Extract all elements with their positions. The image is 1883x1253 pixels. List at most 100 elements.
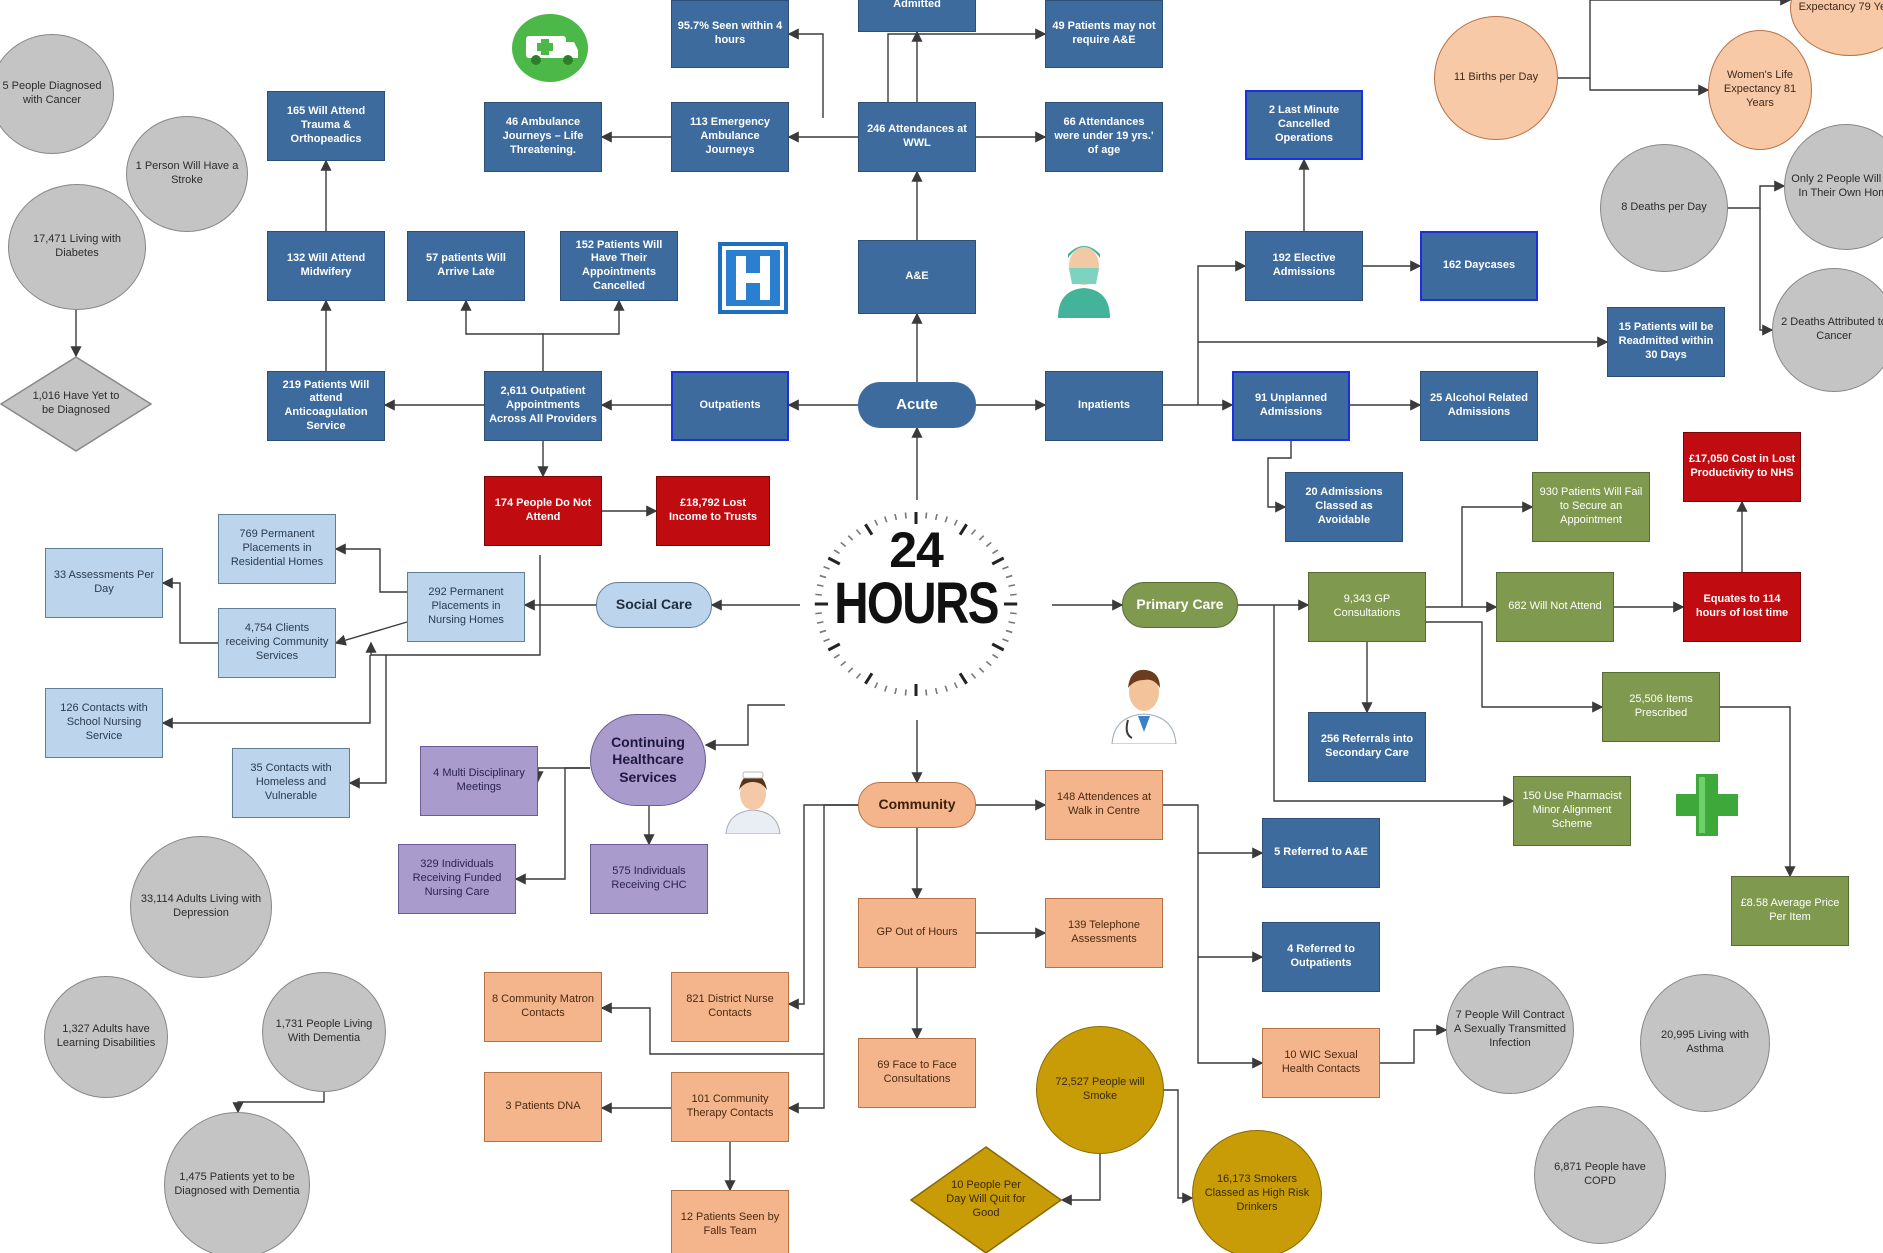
node-tel139[interactable]: 139 Telephone Assessments bbox=[1045, 898, 1163, 968]
node-matron8[interactable]: 8 Community Matron Contacts bbox=[484, 972, 602, 1042]
clock-tick bbox=[991, 556, 1005, 566]
node-f2f69[interactable]: 69 Face to Face Consultations bbox=[858, 1038, 976, 1108]
node-alcohol25[interactable]: 25 Alcohol Related Admissions bbox=[1420, 371, 1538, 441]
node-referral256[interactable]: 256 Referrals into Secondary Care bbox=[1308, 712, 1426, 782]
node-dep33114[interactable]: 33,114 Adults Living with Depression bbox=[130, 836, 272, 978]
node-school126[interactable]: 126 Contacts with School Nursing Service bbox=[45, 688, 163, 758]
node-sexual10[interactable]: 10 WIC Sexual Health Contacts bbox=[1262, 1028, 1380, 1098]
node-home2[interactable]: Only 2 People Will Die In Their Own Home bbox=[1784, 124, 1883, 250]
node-amb113[interactable]: 113 Emergency Ambulance Journeys bbox=[671, 102, 789, 172]
node-asthma20995[interactable]: 20,995 Living with Asthma bbox=[1640, 974, 1770, 1112]
node-readmit15[interactable]: 15 Patients will be Readmitted within 30… bbox=[1607, 307, 1725, 377]
node-items25506[interactable]: 25,506 Items Prescribed bbox=[1602, 672, 1720, 742]
node-gpooh[interactable]: GP Out of Hours bbox=[858, 898, 976, 968]
node-diab1016[interactable]: 1,016 Have Yet to be Diagnosed bbox=[0, 356, 152, 452]
node-refop4[interactable]: 4 Referred to Outpatients bbox=[1262, 922, 1380, 992]
node-primary[interactable]: Primary Care bbox=[1122, 582, 1238, 628]
node-lastmin2[interactable]: 2 Last Minute Cancelled Operations bbox=[1245, 90, 1363, 160]
node-outpatients[interactable]: Outpatients bbox=[671, 371, 789, 441]
node-seen957[interactable]: 95.7% Seen within 4 hours bbox=[671, 0, 789, 68]
node-cancel152[interactable]: 152 Patients Will Have Their Appointment… bbox=[560, 231, 678, 301]
node-dna174[interactable]: 174 People Do Not Attend bbox=[484, 476, 602, 546]
clock-tick bbox=[978, 535, 985, 541]
node-ae[interactable]: A&E bbox=[858, 240, 976, 314]
node-unplanned91[interactable]: 91 Unplanned Admissions bbox=[1232, 371, 1350, 441]
clock-tick bbox=[1010, 593, 1017, 596]
node-falls12[interactable]: 12 Patients Seen by Falls Team bbox=[671, 1190, 789, 1253]
node-label: 11 Births per Day bbox=[1453, 71, 1539, 84]
connector-arrow bbox=[334, 621, 408, 646]
node-funded329[interactable]: 329 Individuals Receiving Funded Nursing… bbox=[398, 844, 516, 914]
node-under19[interactable]: 66 Attendances were under 19 yrs.' of ag… bbox=[1045, 102, 1163, 172]
node-chs[interactable]: Continuing Healthcare Services bbox=[590, 714, 706, 806]
node-therapy101[interactable]: 101 Community Therapy Contacts bbox=[671, 1072, 789, 1142]
node-diab17471[interactable]: 17,471 Living with Diabetes bbox=[8, 184, 146, 310]
node-notreq49[interactable]: 49 Patients may not require A&E bbox=[1045, 0, 1163, 68]
clock-tick bbox=[970, 673, 977, 679]
connector-arrow bbox=[1273, 605, 1515, 807]
node-lifewomen81[interactable]: Women's Life Expectancy 81 Years bbox=[1708, 30, 1812, 150]
node-cost17050[interactable]: £17,050 Cost in Lost Productivity to NHS bbox=[1683, 432, 1801, 502]
node-chc575[interactable]: 575 Individuals Receiving CHC bbox=[590, 844, 708, 914]
node-ld1327[interactable]: 1,327 Adults have Learning Disabilities bbox=[44, 976, 168, 1098]
node-daycase162[interactable]: 162 Daycases bbox=[1420, 231, 1538, 301]
node-label: 148 Attendences at Walk in Centre bbox=[1056, 791, 1152, 817]
node-lifeexp79[interactable]: Expectancy 79 Years bbox=[1790, 0, 1883, 56]
node-deaths8[interactable]: 8 Deaths per Day bbox=[1600, 144, 1728, 272]
node-sti7[interactable]: 7 People Will Contract A Sexually Transm… bbox=[1446, 966, 1574, 1094]
node-inpatients[interactable]: Inpatients bbox=[1045, 371, 1163, 441]
node-cancerdeath2[interactable]: 2 Deaths Attributed to Cancer bbox=[1772, 268, 1883, 392]
node-assess33[interactable]: 33 Assessments Per Day bbox=[45, 548, 163, 618]
clock-tick bbox=[815, 612, 822, 615]
node-copd6871[interactable]: 6,871 People have COPD bbox=[1534, 1106, 1666, 1244]
node-dem1475[interactable]: 1,475 Patients yet to be Diagnosed with … bbox=[164, 1112, 310, 1253]
node-births11[interactable]: 11 Births per Day bbox=[1434, 16, 1558, 140]
node-elective192[interactable]: 192 Elective Admissions bbox=[1245, 231, 1363, 301]
node-quit10[interactable]: 10 People Per Day Will Quit for Good bbox=[910, 1146, 1062, 1253]
node-outpt2611[interactable]: 2,611 Outpatient Appointments Across All… bbox=[484, 371, 602, 441]
node-cancer5[interactable]: 5 People Diagnosed with Cancer bbox=[0, 34, 114, 154]
connector-arrow bbox=[1163, 804, 1264, 859]
node-smokers16173[interactable]: 16,173 Smokers Classed as High Risk Drin… bbox=[1192, 1130, 1322, 1253]
node-midwife132[interactable]: 132 Will Attend Midwifery bbox=[267, 231, 385, 301]
node-trauma165[interactable]: 165 Will Attend Trauma & Orthopeadics bbox=[267, 91, 385, 161]
node-stroke1[interactable]: 1 Person Will Have a Stroke bbox=[126, 116, 248, 232]
node-late57[interactable]: 57 patients Will Arrive Late bbox=[407, 231, 525, 301]
node-attend246[interactable]: 246 Attendances at WWL bbox=[858, 102, 976, 172]
node-social[interactable]: Social Care bbox=[596, 582, 712, 628]
node-walkin148[interactable]: 148 Attendences at Walk in Centre bbox=[1045, 770, 1163, 840]
node-dem1731[interactable]: 1,731 People Living With Dementia bbox=[262, 972, 386, 1092]
node-community[interactable]: Community bbox=[858, 782, 976, 828]
connector-arrow bbox=[704, 704, 785, 751]
node-smoke72527[interactable]: 72,527 People will Smoke bbox=[1036, 1026, 1164, 1154]
connector-arrow bbox=[532, 767, 590, 783]
node-pharm150[interactable]: 150 Use Pharmacist Minor Alignment Schem… bbox=[1513, 776, 1631, 846]
node-label: Expectancy 79 Years bbox=[1798, 1, 1883, 14]
node-anticoag219[interactable]: 219 Patients Will attend Anticoagulation… bbox=[267, 371, 385, 441]
node-mdt4[interactable]: 4 Multi Disciplinary Meetings bbox=[420, 746, 538, 816]
node-dna3[interactable]: 3 Patients DNA bbox=[484, 1072, 602, 1142]
node-label: 8 Community Matron Contacts bbox=[491, 993, 595, 1019]
node-homeless35[interactable]: 35 Contacts with Homeless and Vulnerable bbox=[232, 748, 350, 818]
node-amb46[interactable]: 46 Ambulance Journeys – Life Threatening… bbox=[484, 102, 602, 172]
diamond-shape bbox=[910, 1146, 1062, 1253]
node-admitted[interactable]: Admitted bbox=[858, 0, 976, 32]
clock-tick bbox=[904, 512, 907, 519]
node-secure930[interactable]: 930 Patients Will Fail to Secure an Appo… bbox=[1532, 472, 1650, 542]
node-label: 12 Patients Seen by Falls Team bbox=[680, 1211, 780, 1237]
node-avoid20[interactable]: 20 Admissions Classed as Avoidable bbox=[1285, 472, 1403, 542]
connector-arrow bbox=[1380, 1024, 1448, 1064]
node-refae5[interactable]: 5 Referred to A&E bbox=[1262, 818, 1380, 888]
node-clients4754[interactable]: 4,754 Clients receiving Community Servic… bbox=[218, 608, 336, 678]
node-district821[interactable]: 821 District Nurse Contacts bbox=[671, 972, 789, 1042]
node-hours114[interactable]: Equates to 114 hours of lost time bbox=[1683, 572, 1801, 642]
clock-tick bbox=[864, 523, 874, 536]
node-price858[interactable]: £8.58 Average Price Per Item bbox=[1731, 876, 1849, 946]
node-lost18792[interactable]: £18,792 Lost Income to Trusts bbox=[656, 476, 770, 546]
node-perm292[interactable]: 292 Permanent Placements in Nursing Home… bbox=[407, 572, 525, 642]
node-acute[interactable]: Acute bbox=[858, 382, 976, 428]
connector-arrow bbox=[1197, 853, 1264, 963]
node-notattend682[interactable]: 682 Will Not Attend bbox=[1496, 572, 1614, 642]
node-gp9343[interactable]: 9,343 GP Consultations bbox=[1308, 572, 1426, 642]
node-perm769[interactable]: 769 Permanent Placements in Residential … bbox=[218, 514, 336, 584]
